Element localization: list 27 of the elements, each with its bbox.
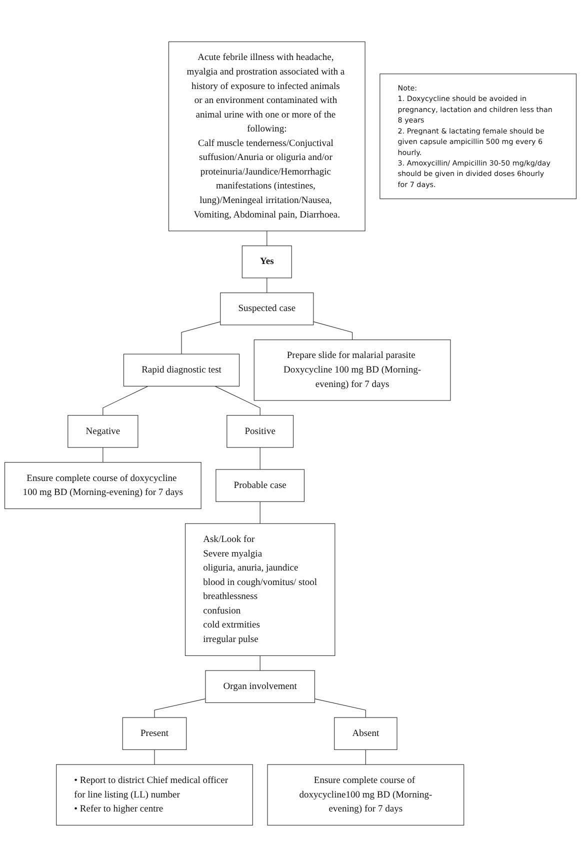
node-box xyxy=(4,462,202,509)
connector xyxy=(314,698,366,718)
node-box xyxy=(226,414,294,448)
node-box xyxy=(68,414,138,448)
node-box xyxy=(122,716,187,750)
connector xyxy=(154,748,155,764)
node-box xyxy=(168,40,366,231)
node-box xyxy=(380,73,577,199)
node-box xyxy=(123,353,240,386)
connector xyxy=(313,320,353,340)
connector xyxy=(102,385,148,416)
connector xyxy=(266,277,268,293)
connector xyxy=(181,320,221,354)
connector xyxy=(102,446,104,462)
node-box xyxy=(254,339,451,400)
node-box xyxy=(220,292,314,325)
node-box xyxy=(267,764,464,826)
node-box xyxy=(184,522,336,656)
connector xyxy=(154,698,206,718)
node-box xyxy=(242,245,292,278)
connector xyxy=(365,748,366,764)
node-box xyxy=(56,764,253,826)
connector xyxy=(266,230,268,246)
connector xyxy=(214,385,260,416)
node-box xyxy=(216,468,305,502)
node-box xyxy=(205,670,316,702)
node-box xyxy=(334,716,398,750)
